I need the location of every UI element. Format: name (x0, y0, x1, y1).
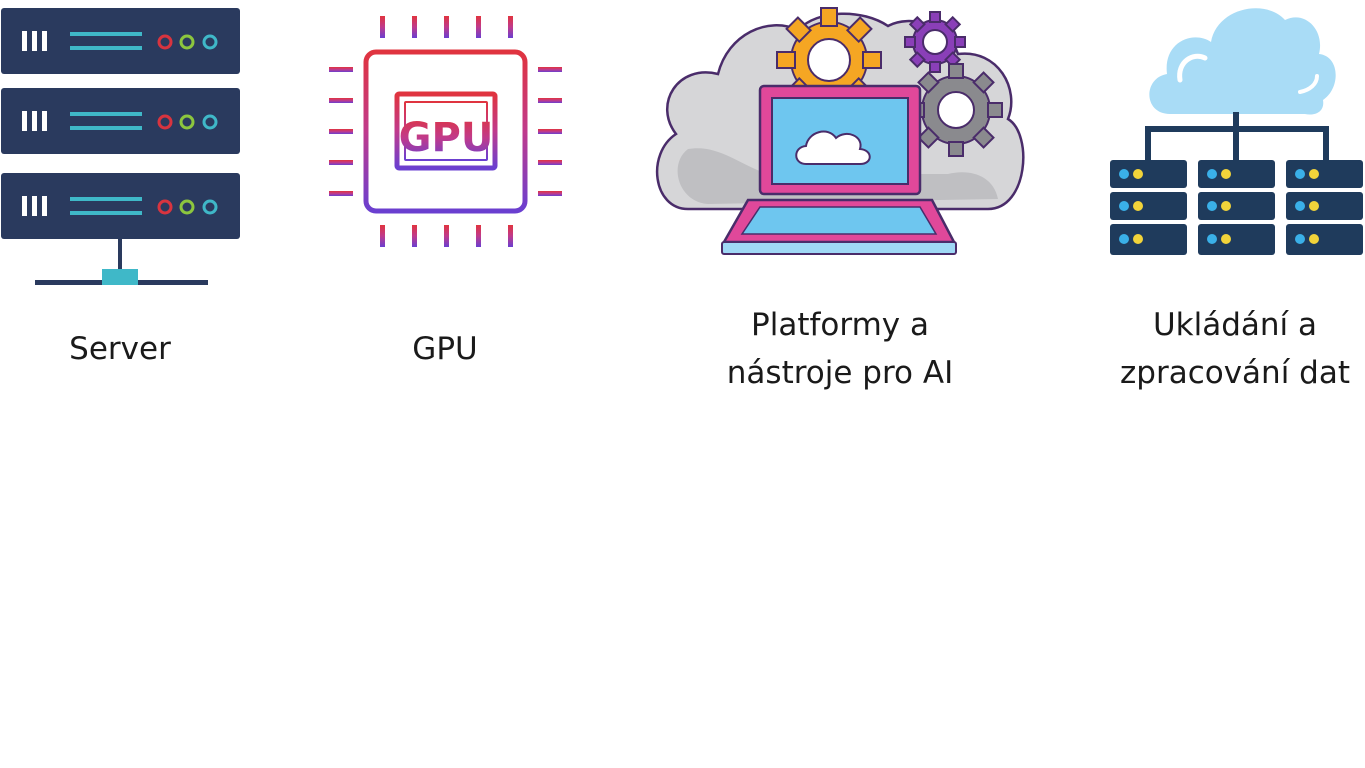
label-line: Ukládání a (1152, 307, 1318, 343)
storage-column (1286, 160, 1363, 255)
gpu-label: GPU (345, 329, 545, 369)
gpu-chip-icon: GPU (329, 16, 562, 247)
server-unit (1, 8, 240, 74)
gear-icon (904, 11, 966, 73)
cloud-icon (1149, 8, 1336, 115)
server-unit (1, 173, 240, 239)
server-label: Server (20, 329, 220, 369)
label-line: nástroje pro AI (726, 355, 954, 391)
label-line: GPU (412, 331, 478, 367)
label-line: Server (69, 331, 171, 367)
gear-icon (909, 63, 1003, 157)
server-rack-icon (1, 8, 240, 285)
storage-column (1198, 160, 1275, 255)
cloud-laptop-gears-icon (655, 7, 1025, 255)
cloud-storage-network-icon (1110, 8, 1363, 255)
label-line: Platformy a (751, 307, 929, 343)
label-line: zpracování dat (1120, 355, 1350, 391)
gpu-chip-text: GPU (399, 115, 494, 161)
server-unit (1, 88, 240, 154)
cloud-icon (795, 130, 871, 165)
storage-column (1110, 160, 1187, 255)
data-storage-label: Ukládání a zpracování dat (1100, 305, 1365, 393)
ai-platforms-label: Platformy a nástroje pro AI (690, 305, 990, 393)
